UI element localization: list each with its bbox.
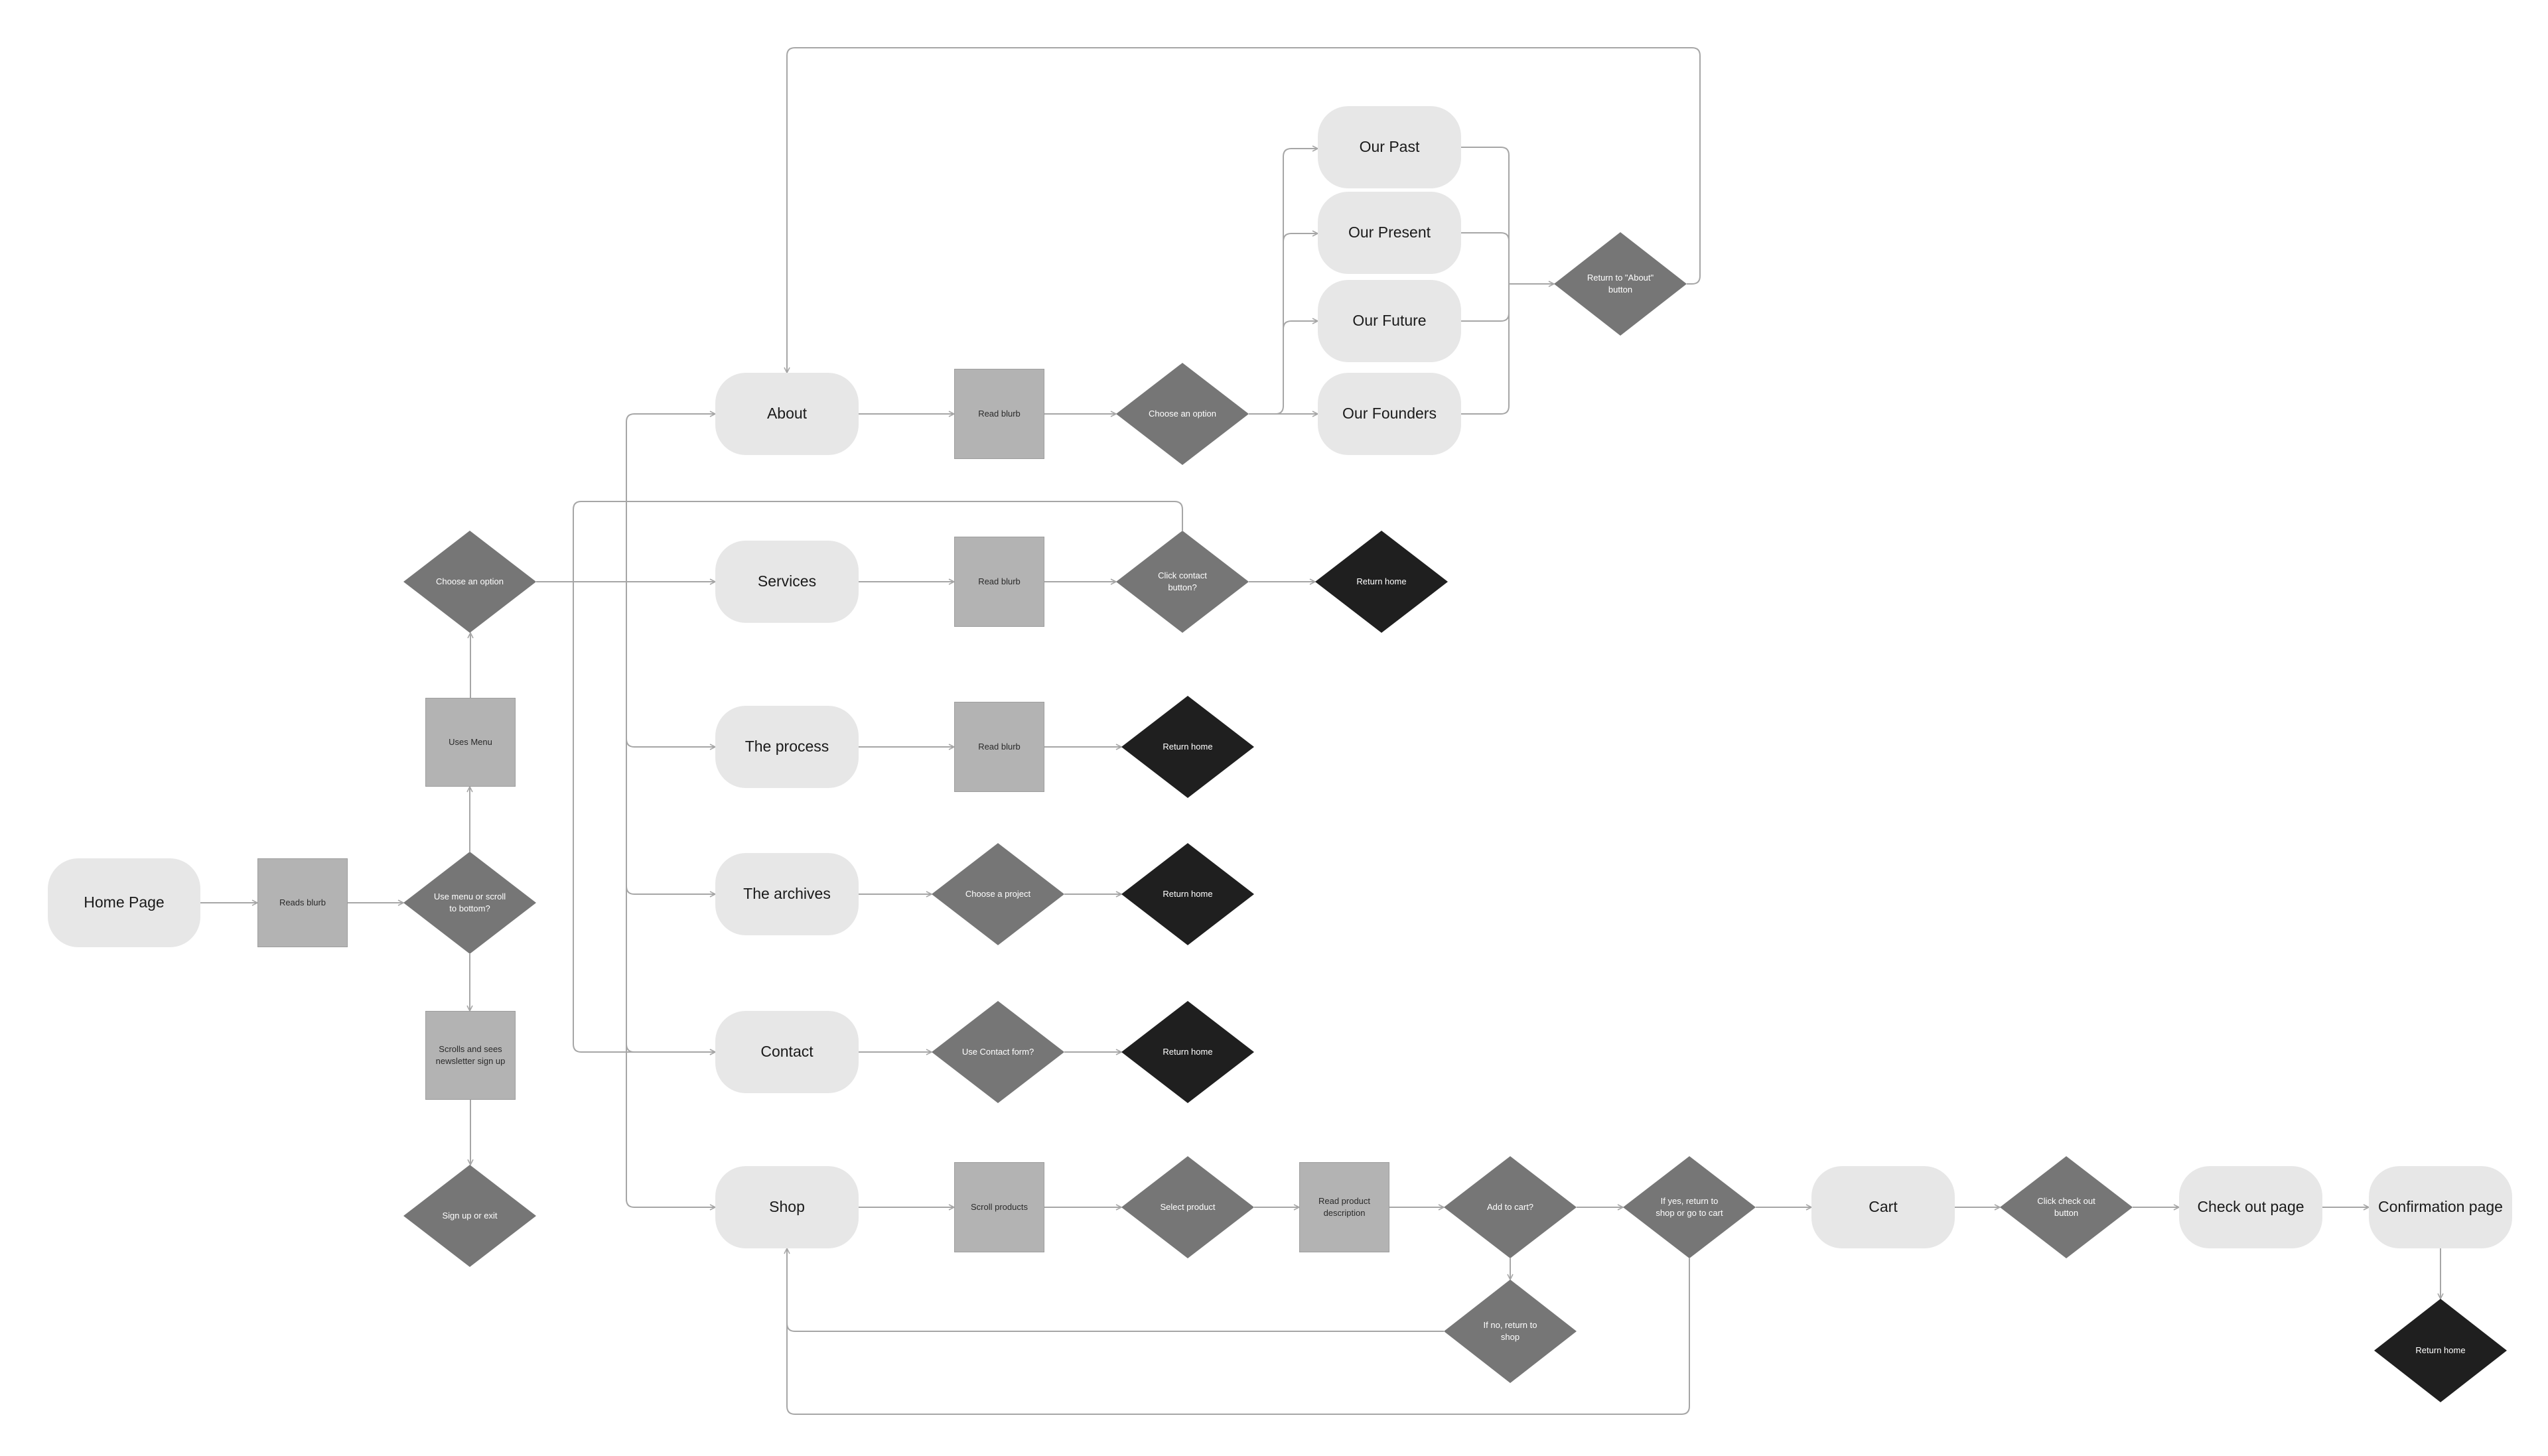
shop-node: Shop	[715, 1166, 859, 1248]
scroll-products-label: Scroll products	[971, 1202, 1028, 1213]
our-present-node: Our Present	[1318, 192, 1461, 274]
about-read-blurb-label: Read blurb	[978, 409, 1021, 419]
services-node: Services	[715, 541, 859, 623]
click-contact-label: Click contact button?	[1158, 570, 1207, 592]
our-founders-node: Our Founders	[1318, 373, 1461, 455]
use-menu-or-scroll-decision: Use menu or scroll to bottom?	[403, 852, 536, 954]
our-present-label: Our Present	[1348, 224, 1431, 241]
contact-node: Contact	[715, 1011, 859, 1093]
use-menu-or-scroll-label: Use menu or scroll to bottom?	[433, 892, 506, 913]
checkout-page-node: Check out page	[2179, 1166, 2322, 1248]
process-read-blurb-label: Read blurb	[978, 742, 1021, 752]
about-choose-option-decision: Choose an option	[1116, 363, 1249, 465]
choose-option-main-label: Choose an option	[436, 576, 504, 587]
shop-label: Shop	[769, 1198, 805, 1216]
confirmation-return-home-label: Return home	[2415, 1345, 2466, 1356]
edge-returnabout-about	[787, 47, 1701, 373]
scrolls-newsletter-node: Scrolls and sees newsletter sign up	[425, 1011, 516, 1100]
edge-click-contact	[573, 501, 1183, 1052]
about-label: About	[766, 405, 808, 423]
click-checkout-decision: Click check out button	[2000, 1156, 2133, 1258]
archives-label: The archives	[743, 885, 831, 903]
click-contact-decision: Click contact button?	[1116, 531, 1249, 633]
home-page-node: Home Page	[48, 858, 200, 947]
click-checkout-label: Click check out button	[2037, 1196, 2095, 1218]
contact-return-home-node: Return home	[1121, 1001, 1254, 1103]
our-past-node: Our Past	[1318, 106, 1461, 188]
reads-blurb-node: Reads blurb	[257, 858, 348, 947]
if-no-return-decision: If no, return to shop	[1444, 1280, 1577, 1383]
edge-ifyes-shop	[786, 1258, 1690, 1415]
archives-node: The archives	[715, 853, 859, 935]
home-page-label: Home Page	[84, 893, 165, 911]
use-contact-form-decision: Use Contact form?	[932, 1001, 1064, 1103]
choose-option-main-decision: Choose an option	[403, 531, 536, 633]
edge-ifno-shop	[787, 1248, 1444, 1332]
process-read-blurb-node: Read blurb	[954, 702, 1044, 792]
choose-project-decision: Choose a project	[932, 843, 1064, 945]
archives-return-home-label: Return home	[1163, 889, 1213, 899]
our-future-node: Our Future	[1318, 280, 1461, 362]
edge-trunk-process	[626, 738, 715, 747]
about-read-blurb-node: Read blurb	[954, 369, 1044, 459]
edge-branch-future	[1283, 321, 1318, 330]
our-past-label: Our Past	[1359, 138, 1420, 156]
select-product-decision: Select product	[1121, 1156, 1254, 1258]
services-return-home-label: Return home	[1356, 576, 1407, 587]
services-return-home-node: Return home	[1315, 531, 1448, 633]
edge-past-merge	[1461, 147, 1510, 415]
scroll-products-node: Scroll products	[954, 1162, 1044, 1252]
archives-return-home-node: Return home	[1121, 843, 1254, 945]
read-product-description-node: Read product description	[1299, 1162, 1389, 1252]
edge-trunk-shop	[626, 1199, 715, 1207]
confirmation-page-label: Confirmation page	[2378, 1198, 2503, 1216]
confirmation-return-home-node: Return home	[2374, 1299, 2507, 1402]
services-read-blurb-node: Read blurb	[954, 537, 1044, 627]
uses-menu-node: Uses Menu	[425, 698, 516, 787]
services-label: Services	[757, 572, 817, 590]
our-founders-label: Our Founders	[1342, 405, 1437, 423]
contact-return-home-label: Return home	[1163, 1047, 1213, 1057]
edge-present-merge	[1461, 232, 1510, 241]
sign-up-or-exit-decision: Sign up or exit	[403, 1165, 536, 1267]
edge-choose-branch	[1249, 149, 1318, 415]
edge-trunk-archives	[626, 886, 715, 894]
confirmation-page-node: Confirmation page	[2369, 1166, 2512, 1248]
return-about-decision: Return to "About" button	[1554, 232, 1687, 336]
about-node: About	[715, 373, 859, 455]
our-future-label: Our Future	[1352, 312, 1427, 330]
add-to-cart-label: Add to cart?	[1486, 1202, 1534, 1213]
uses-menu-label: Uses Menu	[449, 737, 492, 748]
add-to-cart-decision: Add to cart?	[1444, 1156, 1577, 1258]
sign-up-or-exit-label: Sign up or exit	[442, 1211, 498, 1221]
select-product-label: Select product	[1160, 1202, 1216, 1213]
if-no-return-label: If no, return to shop	[1483, 1320, 1537, 1342]
contact-label: Contact	[760, 1043, 814, 1061]
edge-trunk-about	[626, 414, 715, 423]
use-contact-form-label: Use Contact form?	[961, 1047, 1034, 1057]
cart-label: Cart	[1869, 1198, 1898, 1216]
edge-branch-present	[1283, 233, 1318, 242]
edge-trunk-contact	[626, 1043, 715, 1052]
cart-node: Cart	[1811, 1166, 1955, 1248]
edge-future-merge	[1461, 312, 1510, 322]
scrolls-newsletter-label: Scrolls and sees newsletter sign up	[435, 1044, 506, 1066]
if-yes-label: If yes, return to shop or go to cart	[1656, 1196, 1723, 1218]
checkout-page-label: Check out page	[2197, 1198, 2304, 1216]
process-return-home-label: Return home	[1163, 742, 1213, 752]
read-product-description-label: Read product description	[1318, 1196, 1371, 1218]
return-about-label: Return to "About" button	[1587, 273, 1654, 295]
if-yes-decision: If yes, return to shop or go to cart	[1623, 1156, 1756, 1258]
process-return-home-node: Return home	[1121, 696, 1254, 798]
choose-project-label: Choose a project	[965, 889, 1031, 899]
process-label: The process	[744, 738, 829, 756]
reads-blurb-label: Reads blurb	[279, 897, 326, 908]
services-read-blurb-label: Read blurb	[978, 576, 1021, 587]
process-node: The process	[715, 706, 859, 788]
about-choose-option-label: Choose an option	[1149, 409, 1216, 419]
